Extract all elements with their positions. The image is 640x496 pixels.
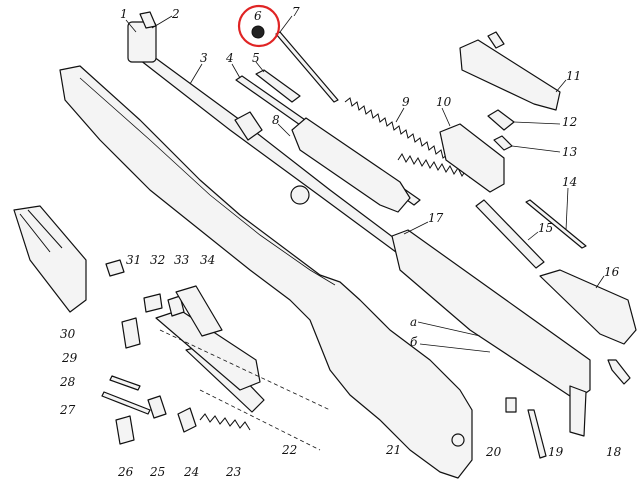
hammer-spring [143, 293, 163, 313]
handguard-upper [291, 117, 411, 213]
callout-28: 28 [59, 375, 76, 389]
callout-5: 5 [252, 51, 260, 65]
stock-channel [79, 77, 336, 286]
trigger-bar [175, 285, 223, 337]
bolt [487, 109, 515, 131]
trigger-pin [101, 391, 151, 415]
callout-18: 18 [606, 445, 622, 459]
callout-26: 26 [117, 465, 134, 479]
hammer-spring-guide [105, 259, 125, 277]
takedown-lever [607, 359, 631, 385]
callout-15: 15 [538, 221, 553, 235]
callout-9: 9 [402, 95, 410, 109]
callout-20: 20 [485, 445, 502, 459]
magazine-follower-rod [527, 409, 547, 459]
callout-2: 2 [171, 7, 180, 21]
callout-a: a [410, 315, 417, 329]
firing-pin [493, 135, 513, 151]
safety [121, 317, 141, 349]
callout-8: 8 [272, 113, 280, 127]
trigger [115, 415, 135, 445]
callout-19: 19 [548, 445, 564, 459]
bolt-carrier [439, 123, 505, 193]
callout-30: 30 [60, 327, 76, 341]
trigger-spring [199, 413, 251, 431]
leader-lines [125, 15, 605, 353]
recoil-spring [344, 97, 463, 167]
sear [147, 395, 167, 419]
cover-pin [487, 31, 505, 49]
callout-27: 27 [59, 403, 76, 417]
magazine-spring [19, 209, 63, 253]
assembly-line-1 [159, 329, 331, 411]
callout-16: 16 [604, 265, 620, 279]
highlight-ring [237, 4, 281, 48]
ejector-rod [525, 199, 587, 249]
stock-sling-hole [451, 433, 465, 447]
callout-33: 33 [174, 253, 190, 267]
magazine [13, 205, 87, 313]
callout-32: 32 [150, 253, 165, 267]
callout-17: 17 [428, 211, 444, 225]
callout-4: 4 [225, 51, 234, 65]
callout-3: 3 [200, 51, 208, 65]
callout-34: 34 [200, 253, 215, 267]
gas-tube [475, 199, 545, 269]
bayonet-lug [234, 111, 263, 141]
callout-10: 10 [436, 95, 452, 109]
callout-b: б [410, 335, 418, 349]
callout-21: 21 [385, 443, 401, 457]
front-sight-block [127, 21, 157, 63]
callout-labels: 1 2 3 4 5 6 7 8 9 10 11 12 13 14 15 16 1… [59, 5, 622, 479]
stock [59, 65, 473, 479]
gas-piston [255, 69, 301, 103]
callout-25: 25 [149, 465, 165, 479]
callout-6: 6 [254, 9, 262, 23]
callout-11: 11 [566, 69, 581, 83]
retaining-pin [505, 397, 517, 413]
callout-22: 22 [281, 443, 297, 457]
gas-cylinder-nut [251, 25, 265, 39]
disconnector [109, 375, 141, 391]
callout-13: 13 [562, 145, 578, 159]
callout-1: 1 [120, 7, 128, 21]
handguard-lower [539, 269, 637, 345]
callout-31: 31 [126, 253, 141, 267]
callout-23: 23 [225, 465, 242, 479]
callout-29: 29 [61, 351, 78, 365]
receiver-cover [459, 39, 561, 111]
callout-14: 14 [562, 175, 577, 189]
assembly-line-2 [199, 389, 321, 451]
callout-24: 24 [183, 465, 199, 479]
receiver [391, 229, 591, 401]
callout-12: 12 [562, 115, 577, 129]
handguard-ferrule [290, 185, 310, 205]
callout-7: 7 [292, 5, 300, 19]
hammer [177, 407, 197, 433]
sear-spring [167, 295, 185, 317]
receiver-tang [569, 385, 587, 437]
